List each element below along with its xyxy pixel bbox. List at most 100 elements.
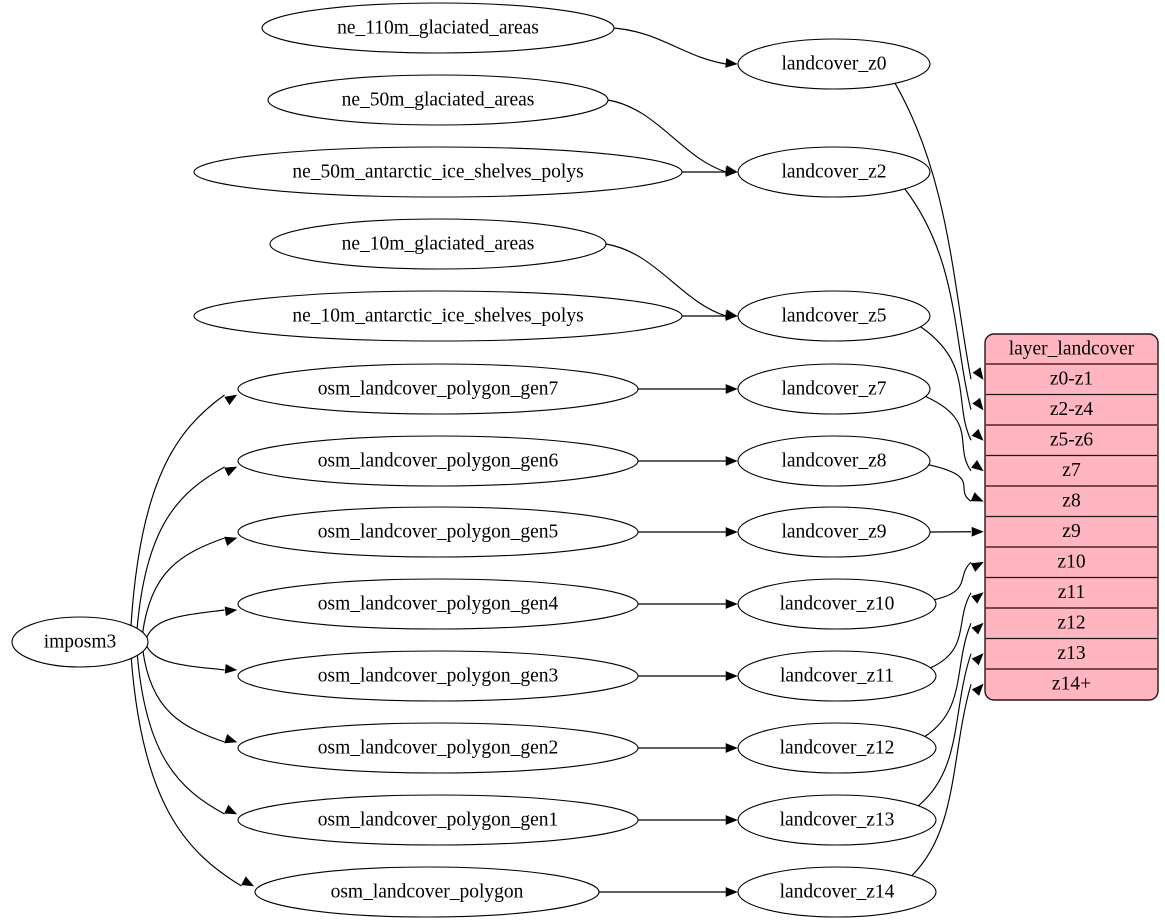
node-osm_landcover_polygon_gen3[interactable]: osm_landcover_polygon_gen3 [237,650,639,702]
edge-arrowhead [971,622,984,635]
table-row[interactable]: z11 [985,578,1158,609]
edge-line [928,464,972,502]
node-osm_landcover_polygon_gen4[interactable]: osm_landcover_polygon_gen4 [237,578,639,630]
table-row[interactable]: z12 [985,608,1158,639]
edge-ne110m-to-z0 [613,27,738,68]
edge-arrowhead [971,683,984,696]
edge-arrowhead [224,394,238,406]
table-row[interactable]: z5-z6 [985,425,1158,456]
node-osm_landcover_polygon_gen6[interactable]: osm_landcover_polygon_gen6 [237,435,639,487]
table-row[interactable]: z9 [985,517,1158,548]
node-osm_landcover_polygon[interactable]: osm_landcover_polygon [254,866,600,918]
node-ne_10m_glaciated_areas[interactable]: ne_10m_glaciated_areas [269,218,607,270]
table-layer: layer_landcoverz0-z1z2-z4z5-z6z7z8z9z10z… [984,333,1159,701]
edge-line [130,394,225,627]
node-landcover_z9[interactable]: landcover_z9 [737,506,931,558]
edge-landcover_z11-to-table-row-7 [930,592,984,669]
edge-arrowhead [241,876,255,887]
node-landcover_z13[interactable]: landcover_z13 [737,794,937,846]
edge-layer [130,27,984,897]
node-shape-landcover_z5 [737,290,931,342]
edge-arrowhead [970,492,984,502]
edge-landcover_z14-to-table-row-10 [911,683,984,877]
node-imposm3[interactable]: imposm3 [11,616,149,668]
node-label-imposm3: imposm3 [44,631,117,652]
edge-line [930,592,972,669]
table-cell-zoom-range: z9 [1062,521,1080,542]
node-label-landcover_z0: landcover_z0 [781,53,886,74]
node-shape-osm_landcover_polygon_gen1 [237,794,639,846]
node-osm_landcover_polygon_gen5[interactable]: osm_landcover_polygon_gen5 [237,506,639,558]
node-label-ne_110m_glaciated_areas: ne_110m_glaciated_areas [337,17,539,38]
node-shape-landcover_z12 [737,722,937,774]
table-row[interactable]: z14+ [985,669,1158,700]
node-landcover_z10[interactable]: landcover_z10 [737,578,937,630]
node-layer: imposm3 ne_110m_glaciated_areas ne_50m_gla… [11,2,937,918]
edge-arrowhead [224,606,238,617]
table-row[interactable]: z7 [985,456,1158,487]
node-label-ne_10m_glaciated_areas: ne_10m_glaciated_areas [342,233,535,254]
node-osm_landcover_polygon_gen2[interactable]: osm_landcover_polygon_gen2 [237,722,639,774]
node-label-osm_landcover_polygon_gen7: osm_landcover_polygon_gen7 [318,378,559,399]
edge-line [925,395,972,472]
node-landcover_z14[interactable]: landcover_z14 [737,866,937,918]
edge-osm_landcover_polygon_gen2-to-landcover_z12 [638,743,738,753]
node-landcover_z5[interactable]: landcover_z5 [737,290,931,342]
edge-arrowhead [725,311,738,321]
edge-line [145,609,225,640]
edge-line [605,243,727,317]
node-osm_landcover_polygon_gen1[interactable]: osm_landcover_polygon_gen1 [237,794,639,846]
node-label-ne_50m_antarctic_ice_shelves_polys: ne_50m_antarctic_ice_shelves_polys [292,161,583,182]
node-shape-ne_110m_glaciated_areas [261,2,615,54]
node-shape-osm_landcover_polygon_gen3 [237,650,639,702]
node-label-landcover_z7: landcover_z7 [781,378,886,399]
node-shape-landcover_z13 [737,794,937,846]
edge-arrowhead [725,671,738,681]
edge-landcover_z12-to-table-row-8 [924,622,984,737]
node-landcover_z12[interactable]: landcover_z12 [737,722,937,774]
table-row[interactable]: z10 [985,547,1158,578]
node-label-osm_landcover_polygon_gen3: osm_landcover_polygon_gen3 [318,665,558,686]
node-ne_10m_antarctic_ice_shelves_polys[interactable]: ne_10m_antarctic_ice_shelves_polys [193,290,683,342]
node-osm_landcover_polygon_gen7[interactable]: osm_landcover_polygon_gen7 [237,363,639,415]
node-shape-landcover_z2 [737,146,931,198]
edge-arrowhead [971,460,984,472]
edge-landcover_z0-to-table-row-0 [894,83,984,380]
node-shape-imposm3 [11,616,149,668]
node-landcover_z0[interactable]: landcover_z0 [737,38,931,90]
node-shape-landcover_z9 [737,506,931,558]
node-shape-landcover_z14 [737,866,937,918]
node-ne_50m_glaciated_areas[interactable]: ne_50m_glaciated_areas [267,74,609,126]
table-row[interactable]: z0-z1 [985,364,1158,395]
node-landcover_z11[interactable]: landcover_z11 [737,650,937,702]
node-landcover_z8[interactable]: landcover_z8 [737,435,931,487]
table-row[interactable]: z13 [985,639,1158,670]
table-row[interactable]: z8 [985,486,1158,517]
node-shape-landcover_z10 [737,578,937,630]
node-shape-landcover_z7 [737,363,931,415]
node-label-osm_landcover_polygon_gen6: osm_landcover_polygon_gen6 [318,450,559,471]
node-shape-landcover_z0 [737,38,931,90]
node-ne_110m_glaciated_areas[interactable]: ne_110m_glaciated_areas [261,2,615,54]
node-shape-ne_10m_glaciated_areas [269,218,607,270]
node-shape-ne_10m_antarctic_ice_shelves_polys [193,290,683,342]
edge-line [145,644,225,671]
table-cell-zoom-range: z10 [1057,552,1085,573]
table-cell-zoom-range: z7 [1062,460,1081,481]
edge-osm_landcover_polygon_gen7-to-landcover_z7 [638,384,738,394]
table-row[interactable]: z2-z4 [985,395,1158,426]
edge-arrowhead [224,734,238,744]
node-landcover_z2[interactable]: landcover_z2 [737,146,931,198]
node-landcover_z7[interactable]: landcover_z7 [737,363,931,415]
node-label-landcover_z9: landcover_z9 [781,521,886,542]
node-shape-landcover_z8 [737,435,931,487]
edge-ne50m-ant-to-z2 [682,167,738,177]
node-ne_50m_antarctic_ice_shelves_polys[interactable]: ne_50m_antarctic_ice_shelves_polys [193,146,683,198]
node-label-landcover_z2: landcover_z2 [781,161,886,182]
layer-landcover-table[interactable]: layer_landcoverz0-z1z2-z4z5-z6z7z8z9z10z… [984,333,1159,701]
table-cell-zoom-range: z14+ [1052,674,1091,695]
edge-line [141,537,225,634]
edge-arrowhead [725,815,738,825]
node-shape-osm_landcover_polygon_gen2 [237,722,639,774]
edge-osm_landcover_polygon_gen4-to-landcover_z10 [638,599,738,609]
